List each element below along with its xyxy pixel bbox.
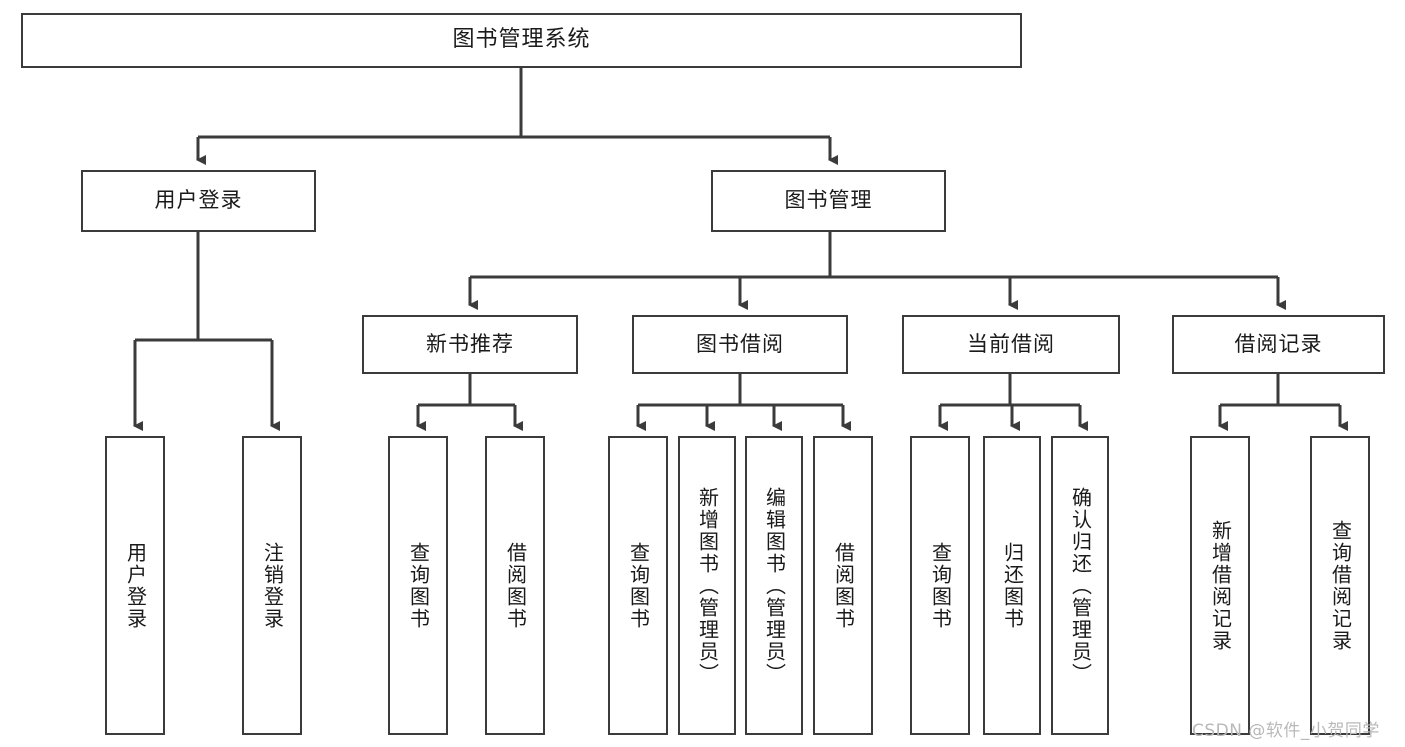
node-leaf-label: 新增图书（管理员） xyxy=(695,486,720,685)
node-leaf-label: 借阅图书 xyxy=(503,541,528,630)
node-level3-label: 图书借阅 xyxy=(696,331,784,356)
node-leaf-5[interactable]: 查询图书 xyxy=(608,436,668,735)
node-leaf-7[interactable]: 编辑图书（管理员） xyxy=(745,436,803,735)
node-leaf-label: 查询借阅记录 xyxy=(1328,519,1353,652)
node-level2-label: 图书管理 xyxy=(784,188,873,213)
node-level3-label: 借阅记录 xyxy=(1234,331,1323,356)
node-level2-1[interactable]: 用户登录 xyxy=(81,170,316,232)
node-leaf-label: 编辑图书（管理员） xyxy=(762,486,787,685)
node-level3-4[interactable]: 借阅记录 xyxy=(1172,315,1385,374)
node-leaf-8[interactable]: 借阅图书 xyxy=(813,436,873,735)
node-leaf-4[interactable]: 借阅图书 xyxy=(485,436,545,735)
node-leaf-3[interactable]: 查询图书 xyxy=(388,436,448,735)
node-level2-label: 用户登录 xyxy=(154,188,243,213)
node-level3-label: 新书推荐 xyxy=(426,331,514,356)
csdn-watermark: CSDN @软件_小贺同学 xyxy=(1192,721,1380,741)
node-leaf-11[interactable]: 确认归还（管理员） xyxy=(1051,436,1109,735)
node-leaf-10[interactable]: 归还图书 xyxy=(983,436,1041,735)
node-level3-1[interactable]: 新书推荐 xyxy=(362,315,578,374)
node-leaf-label: 查询图书 xyxy=(928,541,953,630)
node-leaf-label: 归还图书 xyxy=(1000,541,1025,630)
node-leaf-label: 查询图书 xyxy=(626,541,651,630)
node-level3-3[interactable]: 当前借阅 xyxy=(902,315,1120,374)
node-leaf-label: 查询图书 xyxy=(406,541,431,630)
node-level2-2[interactable]: 图书管理 xyxy=(711,170,946,232)
node-leaf-6[interactable]: 新增图书（管理员） xyxy=(678,436,736,735)
node-leaf-label: 新增借阅记录 xyxy=(1208,519,1233,652)
node-leaf-12[interactable]: 新增借阅记录 xyxy=(1190,436,1250,735)
node-leaf-label: 注销登录 xyxy=(260,541,285,630)
node-leaf-9[interactable]: 查询图书 xyxy=(910,436,970,735)
node-leaf-label: 用户登录 xyxy=(123,541,148,630)
node-leaf-label: 借阅图书 xyxy=(831,541,856,630)
node-root-label: 图书管理系统 xyxy=(452,27,591,53)
node-leaf-2[interactable]: 注销登录 xyxy=(242,436,302,735)
node-leaf-1[interactable]: 用户登录 xyxy=(105,436,165,735)
node-level3-2[interactable]: 图书借阅 xyxy=(632,315,848,374)
node-root[interactable]: 图书管理系统 xyxy=(21,13,1022,68)
node-leaf-label: 确认归还（管理员） xyxy=(1068,486,1093,685)
node-level3-label: 当前借阅 xyxy=(967,331,1055,356)
node-leaf-13[interactable]: 查询借阅记录 xyxy=(1310,436,1370,735)
